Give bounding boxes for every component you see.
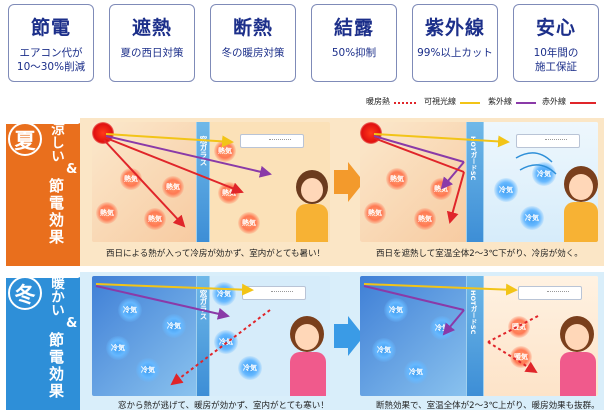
winter-before-panel: 窓ガラス 冷気 冷気 冷気 冷気 冷気 冷気 冷気 [92, 276, 330, 396]
window-label: 窓ガラス [199, 290, 208, 320]
cool-air-bubble: 冷気 [520, 206, 544, 230]
feature-card-energy: 節電 エアコン代が 10〜30%削減 [8, 4, 94, 82]
feature-card-title: 結露 [333, 17, 374, 39]
season-subtitle-text: 暖かい [48, 276, 64, 317]
hot-air-bubble: 熱気 [144, 208, 166, 230]
legend-label: 暖房熱 [366, 97, 390, 106]
winter-section: 冬 暖かい & 節電効果 窓ガラス 冷気 冷気 冷気 冷気 冷気 冷気 冷気 [6, 272, 604, 410]
hot-air-bubble: 熱気 [386, 168, 408, 190]
feature-card-title: 安心 [535, 17, 576, 39]
cold-air-bubble: 冷気 [212, 282, 236, 306]
feature-card-title: 節電 [30, 17, 71, 39]
ray-arrows [103, 133, 272, 228]
window-label: 窓ガラス [199, 136, 208, 166]
feature-card-title: 断熱 [232, 17, 273, 39]
cold-air-bubble: 冷気 [106, 336, 130, 360]
hot-air-bubble: 熱気 [96, 202, 118, 224]
legend-heating-line [394, 102, 416, 104]
hot-air-bubble: 熱気 [414, 208, 436, 230]
feature-card-desc-line: 施工保証 [535, 61, 577, 73]
person-warm-icon [558, 316, 598, 396]
feature-card-desc-line: 10〜30%削減 [16, 61, 86, 73]
ray-arrows [95, 283, 271, 386]
air-conditioner-icon [240, 134, 304, 148]
cold-air-bubble: 冷気 [162, 314, 186, 338]
cool-air-bubble: 冷気 [532, 162, 556, 186]
feature-card-condensation: 結露 50%抑制 [311, 4, 397, 82]
person-cool-icon [562, 166, 598, 242]
film-label: HOTガードSC [469, 136, 477, 181]
summer-before-panel: 窓ガラス 熱気 熱気 熱気 熱気 熱気 熱気 熱気 [92, 122, 330, 242]
window-glass: 窓ガラス [196, 122, 210, 242]
season-vertical-label: 節電効果 [47, 178, 65, 246]
legend-heating: 暖房熱 [366, 96, 390, 107]
legend-uv-line [516, 102, 536, 104]
legend-uv: 紫外線 [488, 96, 512, 107]
summer-section: 夏 涼しい & 節電効果 窓ガラス 熱気 熱気 熱気 熱気 熱気 熱気 熱気 [6, 118, 604, 266]
caption-after: 断熱効果で、室温全体が2〜3℃上がり、暖房効果も抜群。 [376, 401, 600, 410]
ampersand: & [66, 316, 78, 331]
person-cold-icon [288, 316, 330, 396]
feature-card-heat-shield: 遮熱 夏の西日対策 [109, 4, 195, 82]
feature-card-uv: 紫外線 99%以上カット [412, 4, 498, 82]
legend-visible: 可視光線 [424, 96, 456, 107]
transition-arrow-icon [334, 162, 364, 202]
legend-label: 赤外線 [542, 97, 566, 106]
winter-after-panel: HOTガードSC 冷気 冷気 冷気 冷気 暖気 暖気 [360, 276, 598, 396]
feature-card-title: 遮熱 [131, 17, 172, 39]
air-conditioner-icon [518, 286, 582, 300]
cold-air-bubble: 冷気 [404, 360, 428, 384]
warm-air-bubble: 暖気 [508, 316, 530, 338]
feature-cards: 節電 エアコン代が 10〜30%削減 遮熱 夏の西日対策 断熱 冬の暖房対策 結… [8, 4, 602, 84]
feature-card-desc: 50%抑制 [331, 47, 377, 59]
feature-card-insulation: 断熱 冬の暖房対策 [210, 4, 296, 82]
summer-after-panel: HOTガードSC 熱気 熱気 熱気 熱気 冷気 冷気 冷気 [360, 122, 598, 242]
feature-card-desc: 冬の暖房対策 [221, 47, 285, 59]
ray-arrows [373, 133, 557, 224]
cold-air-bubble: 冷気 [384, 298, 408, 322]
feature-card-desc-line: エアコン代が [19, 47, 83, 59]
transition-arrow-icon [334, 316, 364, 356]
caption-after: 西日を遮熱して室温全体2〜3℃下がり、冷房が効く。 [376, 249, 583, 259]
air-conditioner-icon [242, 286, 306, 300]
legend-ir: 赤外線 [542, 96, 566, 107]
ampersand: & [66, 162, 78, 177]
legend-label: 可視光線 [424, 97, 456, 106]
feature-card-desc: 10年間の 施工保証 [514, 46, 598, 74]
season-badge-winter: 冬 [8, 276, 42, 310]
feature-card-desc: エアコン代が 10〜30%削減 [9, 46, 93, 74]
window-glass-with-film: HOTガードSC [466, 276, 484, 396]
feature-card-desc-line: 10年間の [533, 47, 579, 59]
cool-air-bubble: 冷気 [494, 178, 518, 202]
feature-card-title: 紫外線 [424, 17, 485, 39]
window-glass-with-film: HOTガードSC [466, 122, 484, 242]
legend-visible-line [460, 102, 480, 104]
legend-ir-line [570, 102, 596, 104]
caption-before: 西日による熱が入って冷房が効かず、室内がとても暑い！ [106, 249, 326, 259]
person-hot-icon [292, 170, 330, 242]
ray-arrows [363, 283, 539, 374]
caption-before: 窓から熱が逃げて、暖房が効かず、室内がとても寒い！ [118, 401, 329, 410]
cold-air-bubble: 冷気 [372, 338, 396, 362]
season-badge-summer: 夏 [8, 122, 42, 156]
feature-card-warranty: 安心 10年間の 施工保証 [513, 4, 599, 82]
cold-air-bubble: 冷気 [118, 298, 142, 322]
hot-air-bubble: 熱気 [162, 176, 184, 198]
feature-card-desc: 夏の西日対策 [120, 47, 184, 59]
cold-air-bubble: 冷気 [238, 356, 262, 380]
season-vertical-label: 節電効果 [47, 332, 65, 400]
cold-air-bubble: 冷気 [136, 358, 160, 382]
hot-air-bubble: 熱気 [364, 202, 386, 224]
hot-air-bubble: 熱気 [238, 212, 260, 234]
cold-air-bubble: 冷気 [430, 316, 454, 340]
film-label: HOTガードSC [469, 290, 477, 335]
legend-label: 紫外線 [488, 97, 512, 106]
ray-legend: 暖房熱 可視光線 紫外線 赤外線 [366, 96, 602, 110]
feature-card-desc: 99%以上カット [417, 47, 493, 59]
season-subtitle-text: 涼しい [48, 122, 64, 163]
air-conditioner-icon [516, 134, 580, 148]
window-glass: 窓ガラス [196, 276, 210, 396]
